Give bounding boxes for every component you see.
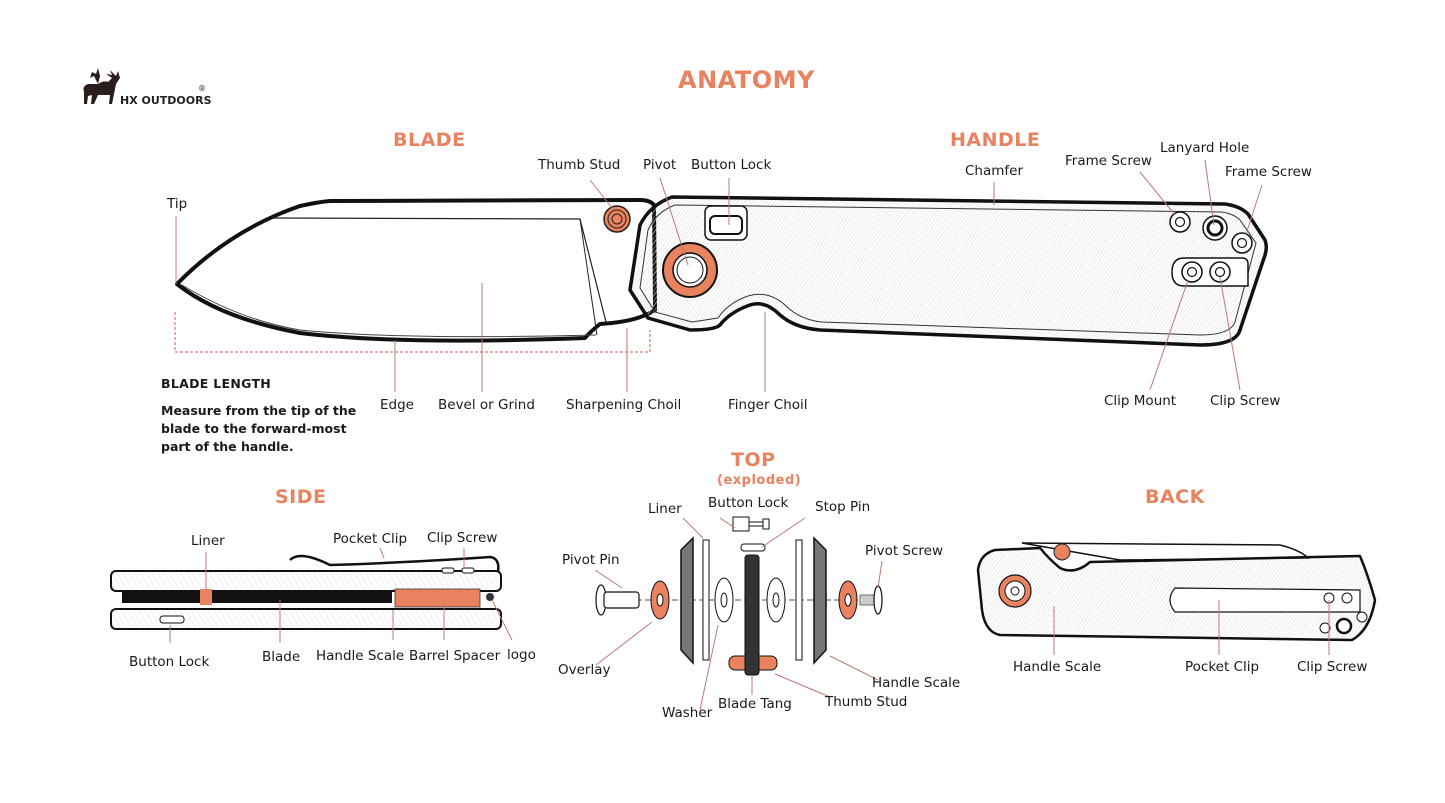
blade-length-title: BLADE LENGTH — [161, 376, 272, 391]
lanyard-hole — [1202, 215, 1228, 241]
blade-length-bracket — [174, 312, 651, 353]
side-label-barrel-spacer: Barrel Spacer — [409, 648, 501, 664]
top-pivot-pin — [595, 584, 640, 616]
top-label-washer: Washer — [662, 705, 713, 721]
elk-logo-icon — [83, 68, 120, 104]
label-bevel: Bevel or Grind — [438, 397, 535, 413]
top-heading: TOP — [731, 449, 776, 471]
top-pivot-screw — [859, 585, 883, 615]
blade-shape — [175, 198, 657, 343]
registered-mark: ® — [198, 84, 206, 93]
blade-heading: BLADE — [393, 129, 466, 151]
page-title: ANATOMY — [678, 66, 815, 94]
label-pivot: Pivot — [643, 157, 677, 173]
side-label-pocket-clip: Pocket Clip — [333, 531, 408, 547]
top-exploded-drawing — [594, 516, 883, 711]
blade-length-text: Measure from the tip of the blade to the… — [161, 403, 357, 454]
top-label-pivot-pin: Pivot Pin — [562, 552, 620, 568]
label-edge: Edge — [380, 397, 414, 413]
top-subheading: (exploded) — [717, 473, 802, 488]
side-label-blade: Blade — [262, 649, 301, 665]
back-label-pocket-clip: Pocket Clip — [1185, 659, 1260, 675]
label-clip-screw: Clip Screw — [1210, 393, 1281, 409]
top-label-button-lock: Button Lock — [708, 495, 789, 511]
top-label-overlay: Overlay — [558, 662, 611, 678]
leader-lines-main — [175, 159, 1263, 392]
label-lanyard-hole: Lanyard Hole — [1160, 140, 1250, 156]
top-label-pivot-screw: Pivot Screw — [865, 543, 944, 559]
top-handle-scale-right — [813, 536, 827, 665]
side-label-button-lock: Button Lock — [129, 654, 210, 670]
top-label-liner: Liner — [648, 501, 682, 517]
side-blade — [122, 591, 392, 603]
label-tip: Tip — [167, 196, 188, 212]
label-finger-choil: Finger Choil — [728, 397, 808, 413]
label-clip-mount: Clip Mount — [1104, 393, 1177, 409]
top-label-handle-scale: Handle Scale — [872, 675, 961, 691]
main-knife-drawing — [174, 159, 1269, 392]
label-button-lock: Button Lock — [691, 157, 772, 173]
side-liner — [200, 589, 212, 605]
handle-shape — [628, 195, 1269, 347]
side-heading: SIDE — [275, 486, 327, 508]
label-chamfer: Chamfer — [965, 163, 1024, 179]
side-label-logo: logo — [507, 647, 536, 663]
label-sharpening-choil: Sharpening Choil — [566, 397, 682, 413]
side-label-clip-screw: Clip Screw — [427, 530, 498, 546]
label-thumb-stud: Thumb Stud — [538, 157, 621, 173]
top-button-lock — [732, 516, 750, 532]
top-blade-tang — [744, 554, 760, 676]
clip-mount — [1171, 257, 1249, 287]
side-label-liner: Liner — [191, 533, 225, 549]
brand-name: HX OUTDOORS — [120, 94, 212, 107]
top-liner-left — [702, 539, 710, 661]
top-stop-pin — [740, 543, 766, 552]
handle-heading: HANDLE — [950, 129, 1041, 151]
side-knife-drawing — [110, 547, 513, 643]
side-label-handle-scale: Handle Scale — [316, 648, 405, 664]
back-label-clip-screw: Clip Screw — [1297, 659, 1368, 675]
side-barrel-spacer — [394, 588, 481, 608]
label-frame-screw-1: Frame Screw — [1065, 153, 1152, 169]
frame-screw-2 — [1231, 232, 1253, 254]
top-label-thumb-stud: Thumb Stud — [825, 694, 908, 710]
pivot — [662, 242, 718, 298]
side-logo — [486, 593, 494, 601]
top-label-blade-tang: Blade Tang — [718, 696, 792, 712]
back-heading: BACK — [1145, 486, 1205, 508]
top-liner-right — [795, 539, 803, 661]
frame-screw-1 — [1169, 211, 1191, 233]
thumb-stud — [603, 205, 631, 233]
back-knife-drawing — [976, 542, 1377, 655]
side-pocket-clip — [289, 554, 500, 573]
top-label-stop-pin: Stop Pin — [815, 499, 871, 515]
back-label-handle-scale: Handle Scale — [1013, 659, 1102, 675]
label-frame-screw-2: Frame Screw — [1225, 164, 1312, 180]
top-handle-scale-left — [680, 536, 694, 665]
side-button-lock — [159, 615, 185, 624]
